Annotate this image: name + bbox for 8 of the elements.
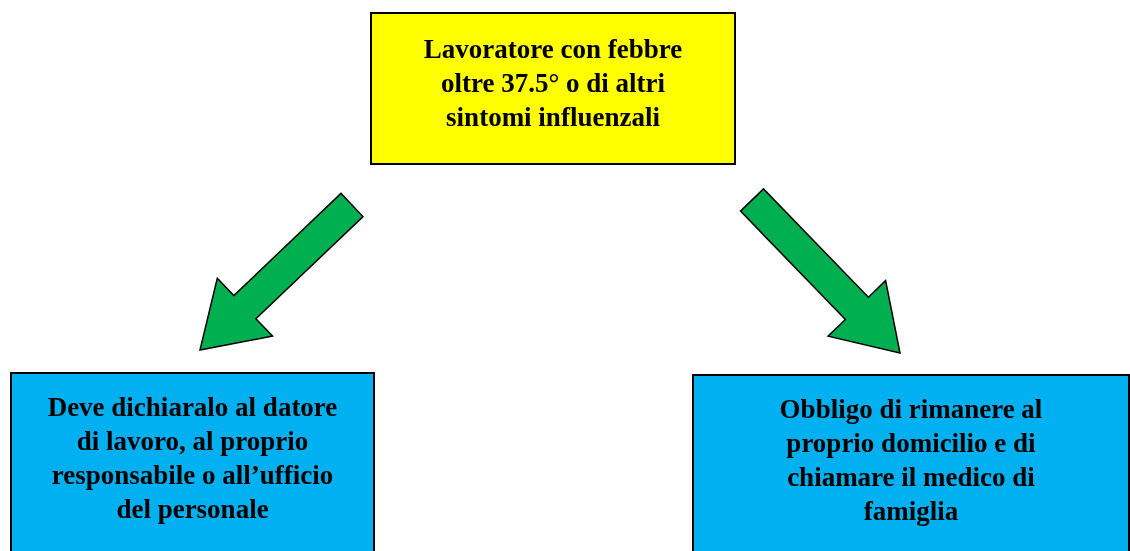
process-box xyxy=(370,12,736,165)
box-text: Lavoratore con febbre oltre 37.5° o di altri sintomi influenzali xyxy=(422,33,684,134)
box-text: Obbligo di rimanere al proprio domicilio e di chiamare il medico di famiglia xyxy=(778,393,1044,528)
box-text: Deve dichiaralo al datore di lavoro, al proprio responsabile o all’ufficio del personale xyxy=(46,391,339,526)
process-box xyxy=(10,372,375,551)
block-arrow xyxy=(199,192,365,351)
block-arrow xyxy=(739,187,901,354)
process-box xyxy=(692,374,1130,551)
